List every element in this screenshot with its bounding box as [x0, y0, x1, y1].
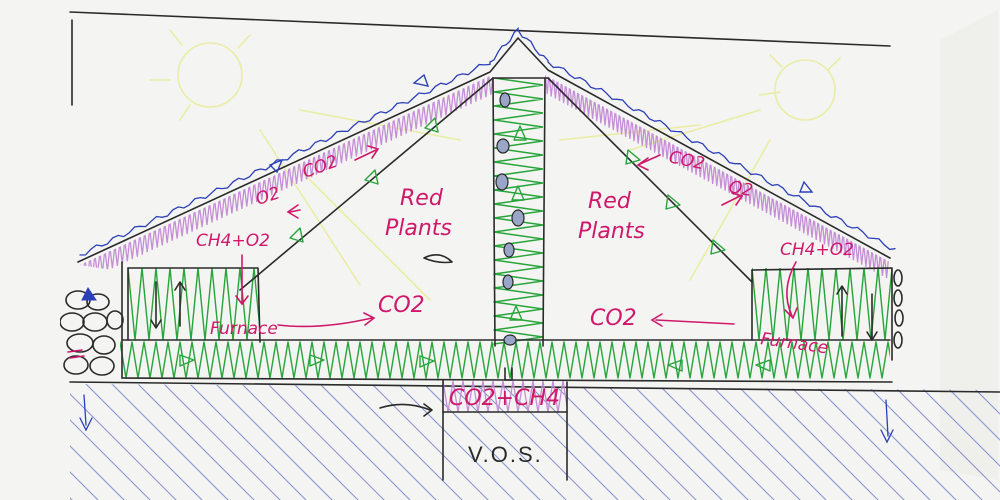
label-o2-right-roof: O2 [727, 177, 754, 201]
label-ch4-o2-right: CH4+O2 [780, 240, 854, 260]
label-ch4-o2-left: CH4+O2 [196, 231, 270, 251]
label-red-plants-left-line1: Red [400, 186, 444, 211]
label-co2-left-floor: CO2 [378, 293, 425, 318]
label-vos: V.O.S. [468, 442, 543, 467]
label-furnace-left: Furnace [210, 319, 278, 339]
label-co2-ch4-tank: CO2+CH4 [449, 386, 560, 411]
label-red-plants-right-line2: Plants [578, 219, 645, 244]
label-red-plants-right-line1: Red [588, 189, 632, 214]
label-co2-right-floor: CO2 [590, 306, 637, 331]
label-red-plants-left-line2: Plants [385, 216, 452, 241]
